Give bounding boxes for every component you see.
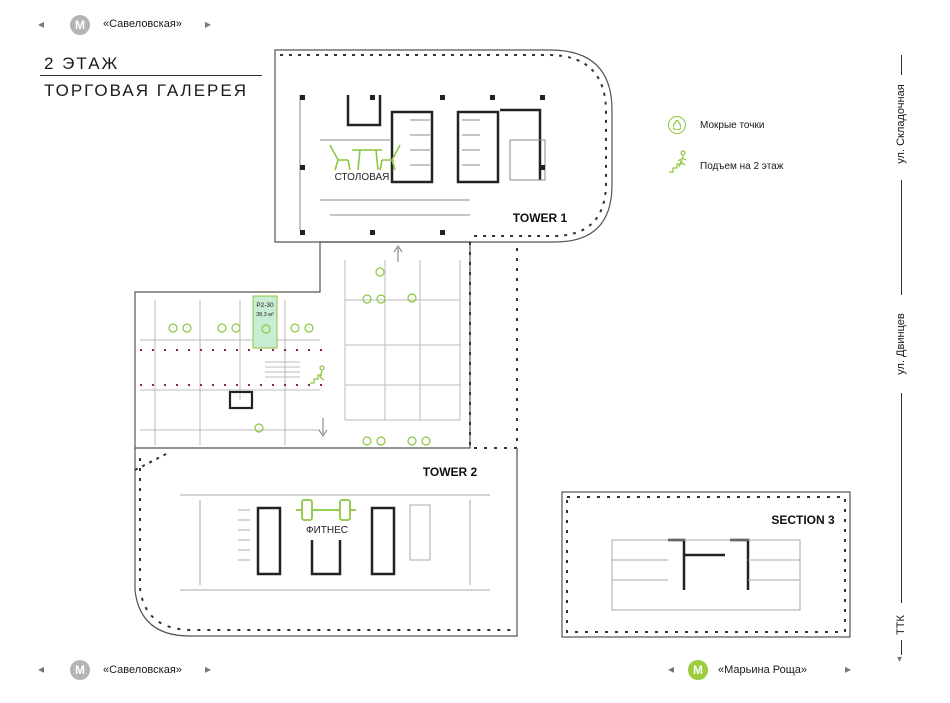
metro-icon: M: [70, 660, 90, 680]
unit-area-label: 38,3 м²: [256, 312, 274, 318]
arrow-left-icon: ◂: [38, 17, 45, 31]
legend-stairs: Подъем на 2 этаж: [700, 161, 784, 172]
street-line: [901, 180, 902, 295]
wet-points: [168, 267, 431, 446]
arrow-right-icon: ▸: [205, 662, 212, 676]
canteen-icon: [329, 144, 401, 171]
street-line: [901, 640, 902, 655]
arrow-down-icon: ▾: [897, 654, 903, 665]
tower1-outline: [274, 49, 613, 243]
arrow-right-icon: ▸: [205, 17, 212, 31]
fitness-label: ФИТНЕС: [306, 525, 348, 536]
metro-icon: M: [688, 660, 708, 680]
metro-station-label: «Савеловская»: [103, 18, 182, 30]
metro-icon: M: [70, 15, 90, 35]
title-divider: [40, 75, 262, 76]
arrow-left-icon: ◂: [668, 662, 675, 676]
wet-point-icon: [668, 116, 686, 134]
stairs-marker: [310, 365, 325, 384]
metro-station-label: «Савеловская»: [103, 664, 182, 676]
tower1-label: TOWER 1: [513, 211, 568, 225]
lower-block-outline: [134, 448, 518, 637]
section3-outline: [561, 491, 851, 638]
floor-title: 2 ЭТАЖ: [44, 54, 120, 73]
tower1-cores: [346, 95, 542, 184]
fitness-icon: [296, 499, 356, 521]
street-line: [901, 55, 902, 75]
unit-p2-30[interactable]: [252, 295, 278, 349]
metro-station-label: «Марьина Роща»: [718, 664, 808, 676]
street-line: [901, 393, 902, 603]
canteen-label: СТОЛОВАЯ: [335, 172, 390, 183]
unit-id-label: P2-30: [256, 302, 274, 309]
arrow-right-icon: ▸: [845, 662, 852, 676]
gallery-title: ТОРГОВАЯ ГАЛЕРЕЯ: [44, 81, 249, 100]
stairs-icon: [668, 150, 690, 179]
arrow-left-icon: ◂: [38, 662, 45, 676]
tower2-label: TOWER 2: [423, 465, 478, 479]
legend-wet-points: Мокрые точки: [700, 120, 765, 131]
section3-label: SECTION 3: [771, 513, 835, 527]
